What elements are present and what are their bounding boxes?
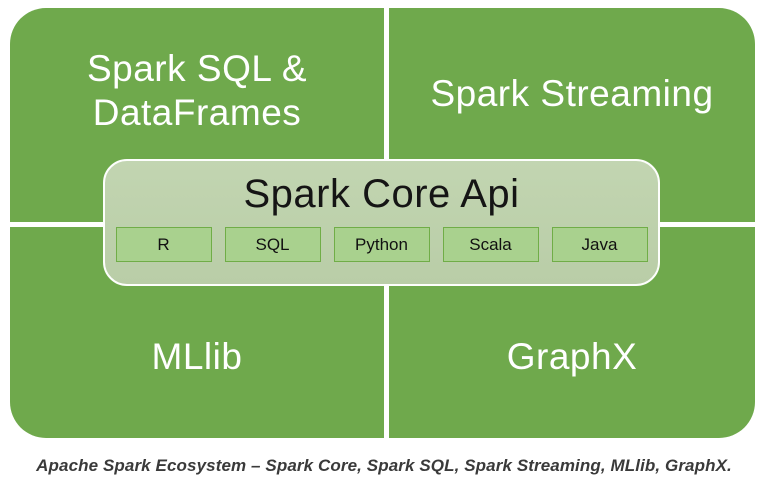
- quadrant-label-spark-streaming: Spark Streaming: [430, 72, 714, 114]
- language-chip-sql: SQL: [224, 227, 321, 262]
- spark-core-title: Spark Core Api: [243, 172, 520, 216]
- quadrant-label-mllib: MLlib: [151, 336, 243, 378]
- quadrant-label-spark-sql-dataframes: Spark SQL & DataFrames: [86, 47, 308, 133]
- language-chip-r: R: [115, 227, 212, 262]
- language-chip-python: Python: [333, 227, 430, 262]
- language-chip-java: Java: [551, 227, 648, 262]
- diagram-caption: Apache Spark Ecosystem – Spark Core, Spa…: [36, 456, 732, 475]
- language-chip-scala: Scala: [442, 227, 539, 262]
- spark-core-box: Spark Core Api R SQL Python Scala Java: [103, 159, 660, 286]
- language-chips-row: R SQL Python Scala Java: [105, 227, 658, 262]
- quadrant-label-graphx: GraphX: [506, 336, 638, 378]
- quadrant-spark-sql-dataframes: Spark SQL & DataFrames: [10, 8, 384, 222]
